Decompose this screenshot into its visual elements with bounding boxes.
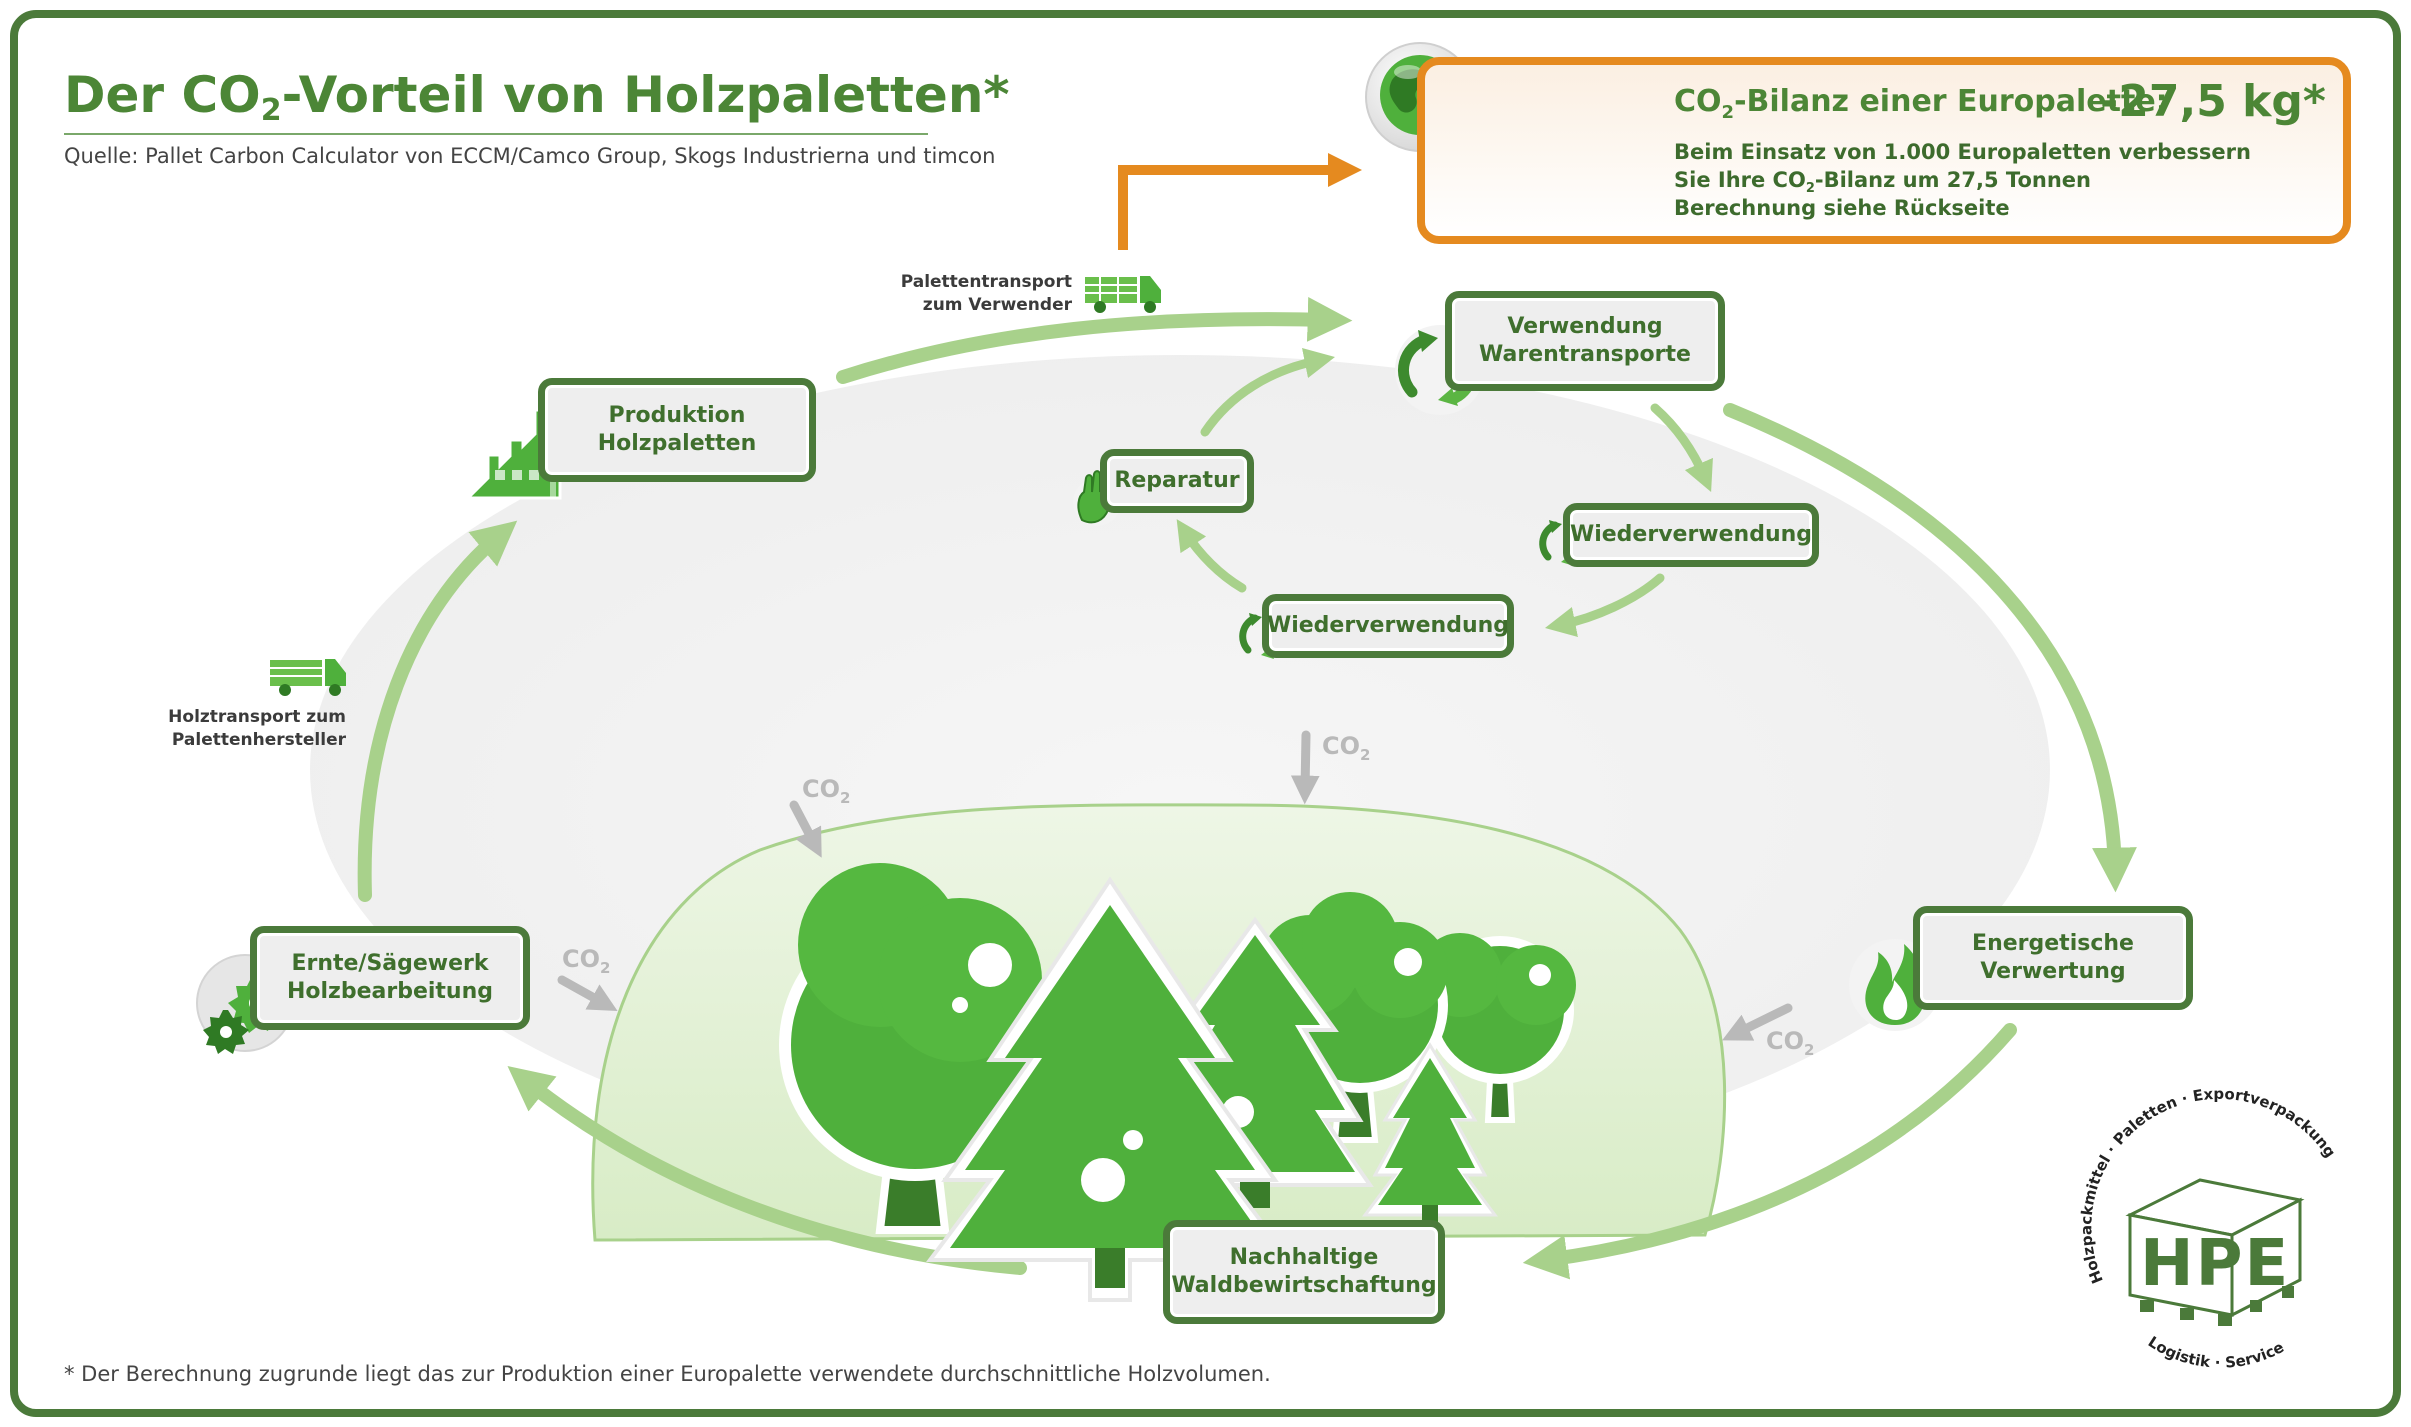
arrow-verwendung-to-wiederverwendung xyxy=(1650,403,1713,493)
title-divider xyxy=(64,133,928,135)
arrow-to-result xyxy=(1118,152,1363,250)
co2-label-1: CO2 xyxy=(802,775,851,807)
stage-reparatur: Reparatur xyxy=(1100,449,1254,513)
co2-label-4: CO2 xyxy=(1766,1027,1815,1059)
hpe-ring-bottom: Logistik · Service xyxy=(2145,1333,2287,1372)
result-line-3: Berechnung siehe Rückseite xyxy=(1674,196,2010,220)
arrow-verwendung-to-energetisch xyxy=(1723,403,2137,893)
co2-arrow-3 xyxy=(557,975,618,1012)
co2-arrow-4 xyxy=(1722,1003,1793,1041)
co2-arrow-1 xyxy=(789,800,822,858)
result-value: -27,5 kg* xyxy=(2100,76,2326,127)
page-title: Der CO2-Vorteil von Holzpaletten* xyxy=(64,66,1010,128)
tree-icon xyxy=(779,863,1576,1302)
arrow-reparatur-to-verwendung xyxy=(1200,348,1336,437)
truck-icon xyxy=(1085,276,1161,313)
co2-label-3: CO2 xyxy=(562,945,611,977)
arrow-wiederverwendung-to-reparatur xyxy=(1176,519,1247,593)
result-line-2: Sie Ihre CO2-Bilanz um 27,5 Tonnen xyxy=(1674,168,2091,197)
arrow-ernte-to-produktion xyxy=(357,520,518,902)
result-heading: CO2-Bilanz einer Europalette: xyxy=(1674,84,2168,123)
result-box xyxy=(1417,57,2351,244)
co2-arrow-2 xyxy=(1290,730,1320,805)
source-note: Quelle: Pallet Carbon Calculator von ECC… xyxy=(64,144,996,168)
stage-wiederverwendung-2: Wiederverwendung xyxy=(1262,594,1514,658)
hpe-logo xyxy=(2125,1178,2305,1326)
hpe-letters: HPE xyxy=(2140,1227,2290,1301)
truck-icon xyxy=(270,659,346,696)
arrow-produktion-to-verwendung xyxy=(836,296,1353,384)
result-line-1: Beim Einsatz von 1.000 Europaletten verb… xyxy=(1674,140,2251,164)
stage-wiederverwendung-1: Wiederverwendung xyxy=(1563,503,1819,567)
footnote: * Der Berechnung zugrunde liegt das zur … xyxy=(64,1362,1271,1386)
co2-label-2: CO2 xyxy=(1322,732,1371,764)
arrow-wiederverwendung-to-wiederverwendung xyxy=(1544,573,1665,637)
arrow-energetisch-to-wald xyxy=(1522,1023,2017,1280)
